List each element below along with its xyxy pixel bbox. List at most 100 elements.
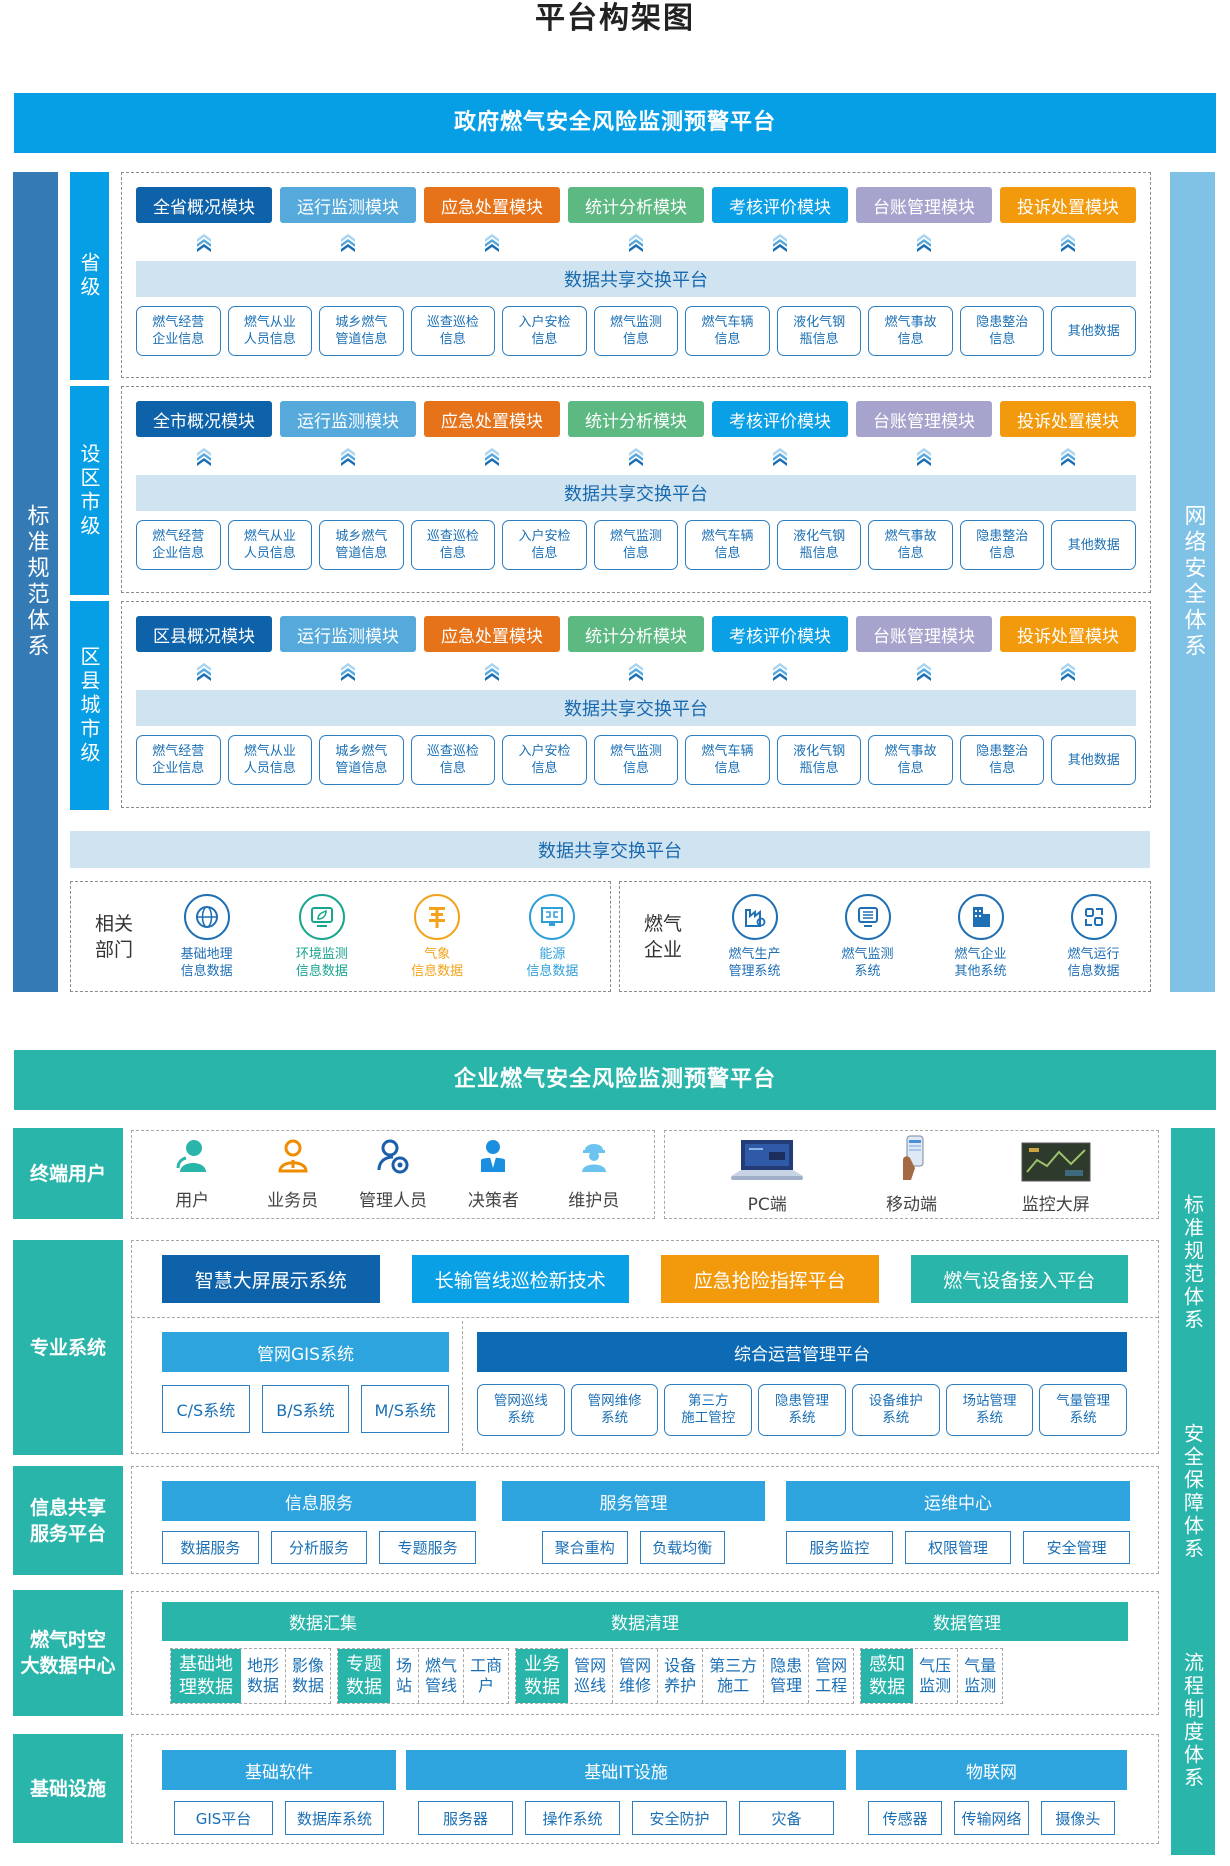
info-data-item[interactable]: 入户安检 信息 [502, 306, 587, 356]
info-data-item[interactable]: 城乡燃气 管道信息 [319, 520, 404, 570]
info-data-item[interactable]: 液化气钢 瓶信息 [776, 735, 862, 785]
ops-subsystem-button[interactable]: 第三方 施工管控 [664, 1384, 753, 1436]
module-button[interactable]: 统计分析模块 [568, 187, 704, 223]
info-data-item[interactable]: 液化气钢 瓶信息 [776, 520, 862, 570]
info-data-item[interactable]: 燃气车辆 信息 [685, 735, 770, 785]
info-service-button[interactable]: 数据服务 [162, 1531, 259, 1564]
module-button[interactable]: 运行监测模块 [280, 401, 416, 437]
module-button[interactable]: 统计分析模块 [568, 616, 704, 652]
module-button[interactable]: 应急处置模块 [424, 616, 560, 652]
user-role-item[interactable]: 决策者 [448, 1138, 538, 1211]
device-item[interactable]: 移动端 [856, 1134, 966, 1215]
info-data-item[interactable]: 燃气事故 信息 [868, 735, 953, 785]
ops-subsystem-button[interactable]: 隐患管理 系统 [758, 1384, 846, 1436]
info-data-item[interactable]: 燃气从业 人员信息 [227, 306, 313, 356]
source-system-item[interactable]: 气象 信息数据 [380, 893, 495, 980]
info-data-item[interactable]: 巡查巡检 信息 [410, 520, 496, 570]
gis-subsystem-button[interactable]: B/S系统 [261, 1385, 350, 1433]
info-data-item[interactable]: 隐患整治 信息 [959, 306, 1045, 356]
info-data-item[interactable]: 巡查巡检 信息 [410, 306, 496, 356]
info-data-item[interactable]: 燃气监测 信息 [593, 306, 679, 356]
module-button[interactable]: 台账管理模块 [856, 187, 992, 223]
module-button[interactable]: 应急处置模块 [424, 401, 560, 437]
info-data-item[interactable]: 隐患整治 信息 [959, 735, 1045, 785]
info-data-item[interactable]: 其他数据 [1051, 735, 1137, 785]
source-system-item[interactable]: 基础地理 信息数据 [149, 893, 264, 980]
device-item[interactable]: 监控大屏 [1001, 1134, 1111, 1215]
infra-item-button[interactable]: 传感器 [868, 1801, 943, 1835]
module-button[interactable]: 运行监测模块 [280, 616, 416, 652]
professional-system-button[interactable]: 燃气设备接入平台 [910, 1255, 1128, 1303]
module-button[interactable]: 应急处置模块 [424, 187, 560, 223]
info-data-item[interactable]: 其他数据 [1051, 306, 1137, 356]
info-service-button[interactable]: 聚合重构 [542, 1531, 628, 1564]
infra-item-button[interactable]: 安全防护 [632, 1801, 727, 1835]
info-data-item[interactable]: 燃气经营 企业信息 [136, 735, 221, 785]
gis-subsystem-button[interactable]: C/S系统 [162, 1385, 250, 1433]
ops-subsystem-button[interactable]: 管网巡线 系统 [477, 1384, 565, 1436]
module-button[interactable]: 投诉处置模块 [1000, 187, 1136, 223]
info-data-item[interactable]: 燃气从业 人员信息 [227, 735, 313, 785]
module-button[interactable]: 全省概况模块 [136, 187, 272, 223]
module-button[interactable]: 全市概况模块 [136, 401, 272, 437]
infra-item-button[interactable]: 操作系统 [525, 1801, 620, 1835]
infra-item-button[interactable]: 摄像头 [1040, 1801, 1115, 1835]
device-item[interactable]: PC端 [712, 1134, 822, 1215]
info-data-item[interactable]: 燃气事故 信息 [868, 306, 953, 356]
info-data-item[interactable]: 入户安检 信息 [502, 735, 587, 785]
info-service-button[interactable]: 分析服务 [270, 1531, 368, 1564]
info-data-item[interactable]: 其他数据 [1051, 520, 1137, 570]
module-button[interactable]: 台账管理模块 [856, 401, 992, 437]
user-role-item[interactable]: 管理人员 [348, 1138, 438, 1211]
info-service-button[interactable]: 服务监控 [786, 1531, 893, 1564]
info-data-item[interactable]: 燃气经营 企业信息 [136, 520, 221, 570]
info-data-item[interactable]: 城乡燃气 管道信息 [319, 306, 404, 356]
ops-subsystem-button[interactable]: 场站管理 系统 [945, 1384, 1034, 1436]
user-role-item[interactable]: 业务员 [248, 1138, 338, 1211]
infra-item-button[interactable]: 服务器 [418, 1801, 513, 1835]
source-system-item[interactable]: 燃气生产 管理系统 [698, 893, 811, 980]
module-button[interactable]: 考核评价模块 [712, 616, 848, 652]
source-system-item[interactable]: 燃气运行 信息数据 [1037, 893, 1150, 980]
info-data-item[interactable]: 燃气监测 信息 [593, 735, 679, 785]
info-data-item[interactable]: 城乡燃气 管道信息 [319, 735, 404, 785]
source-system-item[interactable]: 能源 信息数据 [495, 893, 610, 980]
info-data-item[interactable]: 燃气车辆 信息 [685, 520, 770, 570]
gis-subsystem-button[interactable]: M/S系统 [361, 1385, 450, 1433]
info-data-item[interactable]: 巡查巡检 信息 [410, 735, 496, 785]
source-system-item[interactable]: 燃气监测 系统 [811, 893, 924, 980]
ops-subsystem-button[interactable]: 气量管理 系统 [1039, 1384, 1128, 1436]
info-service-button[interactable]: 权限管理 [904, 1531, 1012, 1564]
info-service-button[interactable]: 安全管理 [1023, 1531, 1131, 1564]
module-button[interactable]: 区县概况模块 [136, 616, 272, 652]
professional-system-button[interactable]: 智慧大屏展示系统 [162, 1255, 380, 1303]
module-button[interactable]: 统计分析模块 [568, 401, 704, 437]
user-role-item[interactable]: 维护员 [549, 1138, 639, 1211]
ops-subsystem-button[interactable]: 设备维护 系统 [851, 1384, 940, 1436]
info-data-item[interactable]: 入户安检 信息 [502, 520, 587, 570]
infra-item-button[interactable]: 灾备 [739, 1801, 834, 1835]
module-button[interactable]: 考核评价模块 [712, 401, 848, 437]
info-data-item[interactable]: 燃气监测 信息 [593, 520, 679, 570]
infra-item-button[interactable]: 传输网络 [954, 1801, 1029, 1835]
module-button[interactable]: 台账管理模块 [856, 616, 992, 652]
ops-subsystem-button[interactable]: 管网维修 系统 [570, 1384, 659, 1436]
info-data-item[interactable]: 隐患整治 信息 [959, 520, 1045, 570]
info-data-item[interactable]: 燃气事故 信息 [868, 520, 953, 570]
info-data-item[interactable]: 燃气经营 企业信息 [136, 306, 221, 356]
infra-item-button[interactable]: 数据库系统 [285, 1801, 384, 1835]
source-system-item[interactable]: 燃气企业 其他系统 [924, 893, 1037, 980]
info-data-item[interactable]: 燃气车辆 信息 [685, 306, 770, 356]
professional-system-button[interactable]: 长输管线巡检新技术 [411, 1255, 629, 1303]
module-button[interactable]: 考核评价模块 [712, 187, 848, 223]
infra-item-button[interactable]: GIS平台 [174, 1801, 273, 1835]
info-data-item[interactable]: 液化气钢 瓶信息 [776, 306, 862, 356]
source-system-item[interactable]: 环境监测 信息数据 [264, 893, 379, 980]
info-service-button[interactable]: 专题服务 [379, 1531, 477, 1564]
user-role-item[interactable]: 用户 [147, 1138, 237, 1211]
module-button[interactable]: 投诉处置模块 [1000, 401, 1136, 437]
module-button[interactable]: 运行监测模块 [280, 187, 416, 223]
info-data-item[interactable]: 燃气从业 人员信息 [227, 520, 313, 570]
info-service-button[interactable]: 负载均衡 [639, 1531, 725, 1564]
module-button[interactable]: 投诉处置模块 [1000, 616, 1136, 652]
